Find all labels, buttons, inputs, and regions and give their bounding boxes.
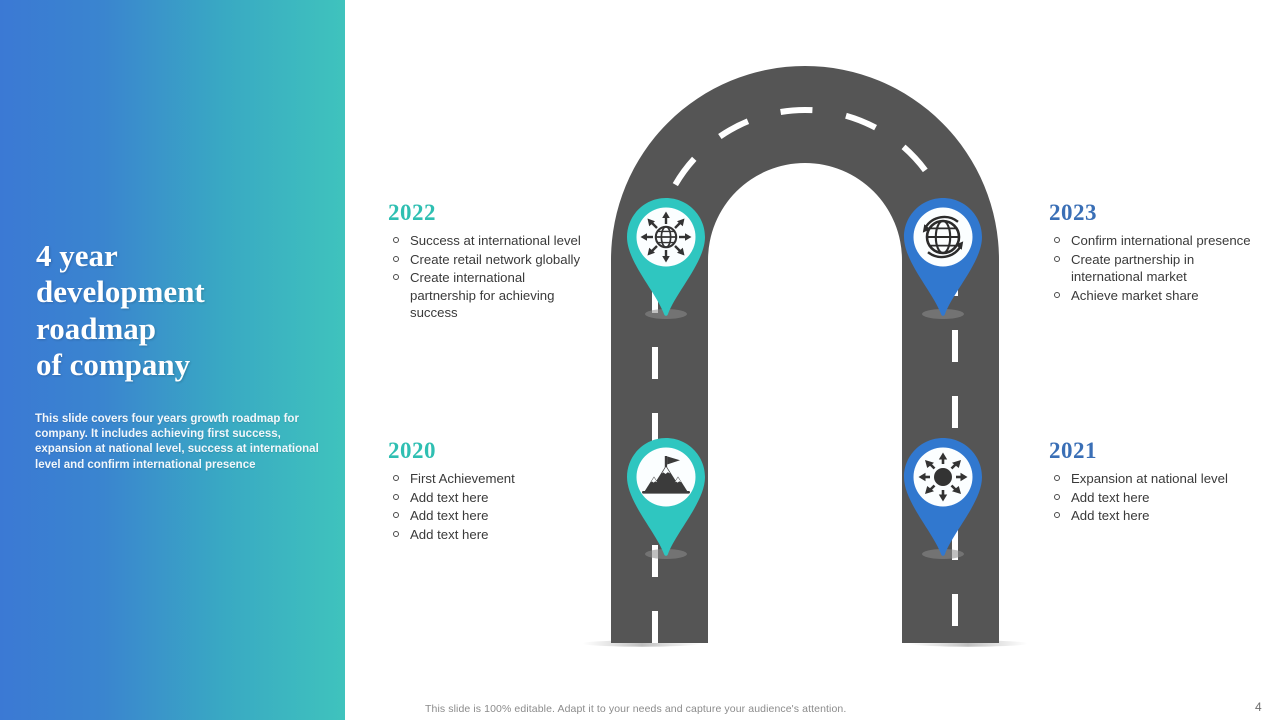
list-item: Add text here (388, 507, 588, 525)
list-item: Add text here (388, 526, 588, 544)
list-item-label: Confirm international presence (1071, 233, 1251, 248)
bullet-icon (1054, 493, 1060, 500)
left-gradient-panel: 4 year development roadmap of company Th… (0, 0, 345, 720)
bullet-icon (393, 237, 399, 243)
bullet-icon (1054, 255, 1060, 262)
milestone-block-2020: 2020 First Achievement Add text here Add… (388, 438, 588, 544)
milestone-block-2021: 2021 Expansion at national level Add tex… (1049, 438, 1254, 526)
list-item-label: First Achievement (410, 471, 515, 486)
list-item-label: Achieve market share (1071, 287, 1199, 303)
page-title: 4 year development roadmap of company (36, 238, 205, 382)
expansion-arrows-icon (918, 452, 968, 502)
road-graphic (545, 30, 1065, 655)
list-item: Confirm international presence (1049, 232, 1254, 250)
list-item-label: Add text here (410, 508, 489, 524)
list-item-label: Add text here (410, 526, 489, 542)
bullet-icon (393, 530, 399, 537)
list-item: Create retail network globally (388, 251, 588, 269)
footer-note: This slide is 100% editable. Adapt it to… (425, 703, 847, 715)
list-item-label: Success at international level (410, 233, 581, 248)
milestone-year-2021: 2021 (1049, 438, 1097, 463)
bullet-icon (1054, 237, 1060, 243)
bullet-icon (393, 274, 399, 281)
list-item: Create international partnership for ach… (388, 269, 588, 322)
milestone-pin-2021[interactable] (899, 436, 987, 560)
globe-arrows-icon (640, 211, 692, 263)
list-item: Achieve market share (1049, 287, 1254, 305)
bullet-icon (393, 493, 399, 500)
road-svg (582, 66, 1028, 647)
milestone-list-2022: Success at international level Create re… (388, 232, 588, 322)
bullet-icon (1054, 475, 1060, 481)
page-number: 4 (1255, 700, 1262, 714)
globe-rotate-icon (922, 215, 964, 259)
list-item: Add text here (1049, 507, 1254, 525)
mountain-flag-icon (642, 456, 690, 494)
list-item-label: Add text here (1071, 489, 1150, 505)
list-item-label: Add text here (1071, 508, 1150, 524)
list-item: Add text here (388, 489, 588, 507)
panel-description: This slide covers four years growth road… (35, 413, 319, 471)
milestone-year-2023: 2023 (1049, 200, 1097, 225)
list-item: Expansion at national level (1049, 470, 1254, 488)
list-item-label: Expansion at national level (1071, 471, 1228, 486)
milestone-list-2023: Confirm international presence Create pa… (1049, 232, 1254, 304)
list-item: Success at international level (388, 232, 588, 250)
lane-marking-center (652, 107, 958, 643)
milestone-list-2020: First Achievement Add text here Add text… (388, 470, 588, 543)
list-item-label: Add text here (410, 489, 489, 505)
bullet-icon (1054, 512, 1060, 519)
road-surface (611, 66, 999, 643)
list-item-label: Create retail network globally (410, 251, 581, 267)
list-item-label: Create partnership in international mark… (1071, 251, 1195, 285)
list-item: First Achievement (388, 470, 588, 488)
bullet-icon (393, 475, 399, 481)
milestone-list-2021: Expansion at national level Add text her… (1049, 470, 1254, 525)
milestone-year-2022: 2022 (388, 200, 436, 225)
milestone-pin-2023[interactable] (899, 196, 987, 320)
milestone-year-2020: 2020 (388, 438, 436, 463)
bullet-icon (393, 512, 399, 519)
milestone-block-2023: 2023 Confirm international presence Crea… (1049, 200, 1254, 305)
list-item: Create partnership in international mark… (1049, 251, 1254, 286)
milestone-block-2022: 2022 Success at international level Crea… (388, 200, 588, 323)
list-item-label: Create international partnership for ach… (410, 270, 555, 321)
milestone-pin-2022[interactable] (622, 196, 710, 320)
list-item: Add text here (1049, 489, 1254, 507)
bullet-icon (1054, 291, 1060, 298)
bullet-icon (393, 255, 399, 262)
milestone-pin-2020[interactable] (622, 436, 710, 560)
